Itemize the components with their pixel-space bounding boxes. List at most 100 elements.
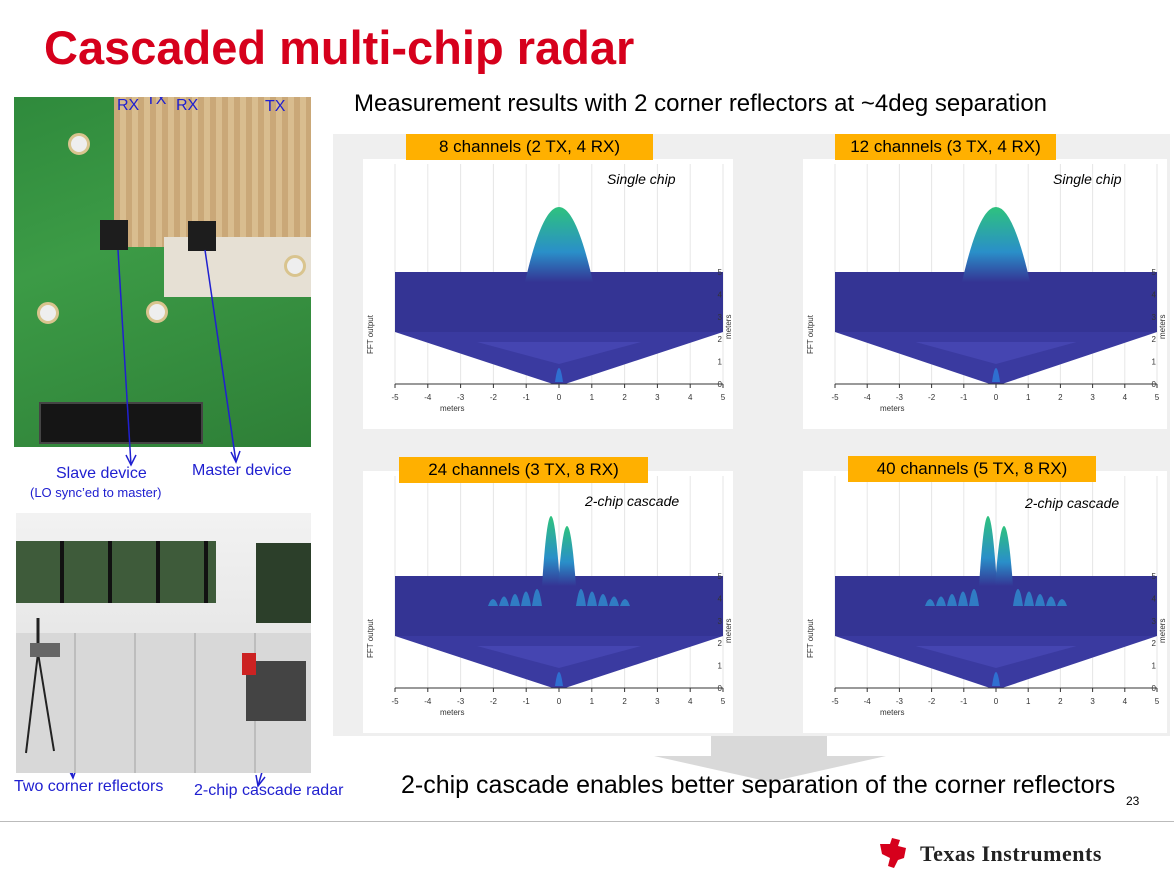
tx-label: TX — [146, 97, 167, 108]
depth-tick-label: 2 — [1152, 639, 1157, 648]
x-tick-label: -3 — [457, 697, 465, 706]
plot-tag-2: Single chip — [1053, 171, 1122, 187]
x-tick-label: -2 — [490, 697, 498, 706]
mounting-hole — [68, 133, 90, 155]
fft-peak — [979, 516, 997, 586]
depth-tick-label: 3 — [1152, 313, 1157, 322]
x-tick-label: -1 — [960, 393, 968, 402]
fft-peak — [995, 526, 1013, 586]
master-chip — [188, 221, 216, 251]
fft-sidelobe — [620, 599, 630, 606]
depth-tick-label: 4 — [1152, 594, 1157, 603]
surface-ridge — [477, 342, 641, 364]
depth-tick-label: 5 — [718, 268, 723, 277]
fft-sidelobe — [609, 596, 619, 606]
x-tick-label: 3 — [655, 393, 660, 402]
surface-ridge — [915, 342, 1077, 364]
fft-sidelobe — [521, 591, 531, 606]
plot-header-1: 8 channels (2 TX, 4 RX) — [406, 134, 653, 160]
x-tick-label: 5 — [721, 393, 726, 402]
fft-sidelobe — [947, 594, 957, 606]
x-tick-label: 0 — [994, 393, 999, 402]
x-tick-label: 4 — [1123, 393, 1128, 402]
x-tick-label: 1 — [1026, 697, 1031, 706]
x-tick-label: 3 — [1090, 697, 1095, 706]
x-tick-label: -4 — [424, 393, 432, 402]
depth-tick-label: 2 — [718, 639, 723, 648]
depth-tick-label: 1 — [718, 358, 723, 367]
ti-logo-text: Texas Instruments — [920, 841, 1102, 866]
depth-tick-label: 3 — [718, 617, 723, 626]
board-connector — [39, 402, 203, 444]
fft-spike — [555, 672, 563, 686]
fft-sidelobe — [958, 591, 968, 606]
depth-tick-label: 0 — [718, 684, 723, 693]
depth-axis-label: meters — [724, 315, 733, 339]
x-axis-label: meters — [880, 708, 904, 717]
fft-sidelobe — [510, 594, 520, 606]
x-tick-label: 3 — [655, 697, 660, 706]
x-tick-label: 2 — [1058, 697, 1063, 706]
depth-tick-label: 4 — [718, 594, 723, 603]
y-axis-label: FFT output — [806, 314, 815, 354]
fft-sidelobe — [936, 596, 946, 606]
depth-tick-label: 5 — [718, 572, 723, 581]
x-tick-label: 2 — [622, 697, 627, 706]
x-tick-label: -5 — [831, 393, 839, 402]
fft-sidelobe — [925, 599, 935, 606]
rx-label: RX — [176, 97, 199, 114]
x-tick-label: -2 — [928, 697, 936, 706]
slide-subtitle: Measurement results with 2 corner reflec… — [354, 90, 1048, 117]
fft-sidelobe — [488, 599, 498, 606]
x-tick-label: -5 — [831, 697, 839, 706]
fft-peak — [558, 526, 576, 586]
x-tick-label: 1 — [1026, 393, 1031, 402]
fft-sidelobe — [587, 591, 597, 606]
depth-tick-label: 2 — [718, 335, 723, 344]
slave-chip — [100, 220, 128, 250]
mounting-hole — [37, 302, 59, 324]
plot-tag-1: Single chip — [607, 171, 676, 187]
plot-tag-3: 2-chip cascade — [585, 493, 680, 509]
x-tick-label: -5 — [391, 697, 399, 706]
page-number: 23 — [1126, 794, 1140, 808]
x-tick-label: 5 — [721, 697, 726, 706]
depth-tick-label: 0 — [1152, 684, 1157, 693]
depth-axis-label: meters — [1158, 315, 1167, 339]
cascade-radar-label: 2-chip cascade radar — [194, 782, 344, 799]
depth-tick-label: 2 — [1152, 335, 1157, 344]
depth-tick-label: 5 — [1152, 572, 1157, 581]
depth-tick-label: 4 — [718, 290, 723, 299]
x-axis-label: meters — [440, 708, 464, 717]
corner-reflectors-label: Two corner reflectors — [14, 778, 164, 795]
x-tick-label: -3 — [896, 697, 904, 706]
slave-device-note: (LO sync’ed to master) — [30, 485, 162, 500]
conclusion-text: 2-chip cascade enables better separation… — [401, 771, 1116, 799]
x-tick-label: 1 — [590, 393, 595, 402]
ti-logo: Texas Instruments — [876, 836, 1126, 870]
surface-ridge — [915, 646, 1077, 668]
fft-peak — [962, 207, 1030, 282]
depth-tick-label: 1 — [1152, 662, 1157, 671]
fft-sidelobe — [1024, 591, 1034, 606]
x-tick-label: 2 — [622, 393, 627, 402]
fft-sidelobe — [969, 589, 979, 606]
room-windows — [16, 541, 216, 603]
plot-header-4: 40 channels (5 TX, 8 RX) — [848, 456, 1096, 482]
x-tick-label: 4 — [1123, 697, 1128, 706]
x-tick-label: 0 — [557, 393, 562, 402]
ti-logo-icon — [880, 838, 906, 868]
x-tick-label: -4 — [864, 697, 872, 706]
y-axis-label: FFT output — [366, 314, 375, 354]
x-axis-label: meters — [880, 404, 904, 413]
x-tick-label: -2 — [490, 393, 498, 402]
fft-sidelobe — [1013, 589, 1023, 606]
fft-spike — [992, 368, 1000, 382]
fft-sidelobe — [1046, 596, 1056, 606]
x-tick-label: 4 — [688, 697, 693, 706]
x-tick-label: -5 — [391, 393, 399, 402]
depth-tick-label: 3 — [718, 313, 723, 322]
